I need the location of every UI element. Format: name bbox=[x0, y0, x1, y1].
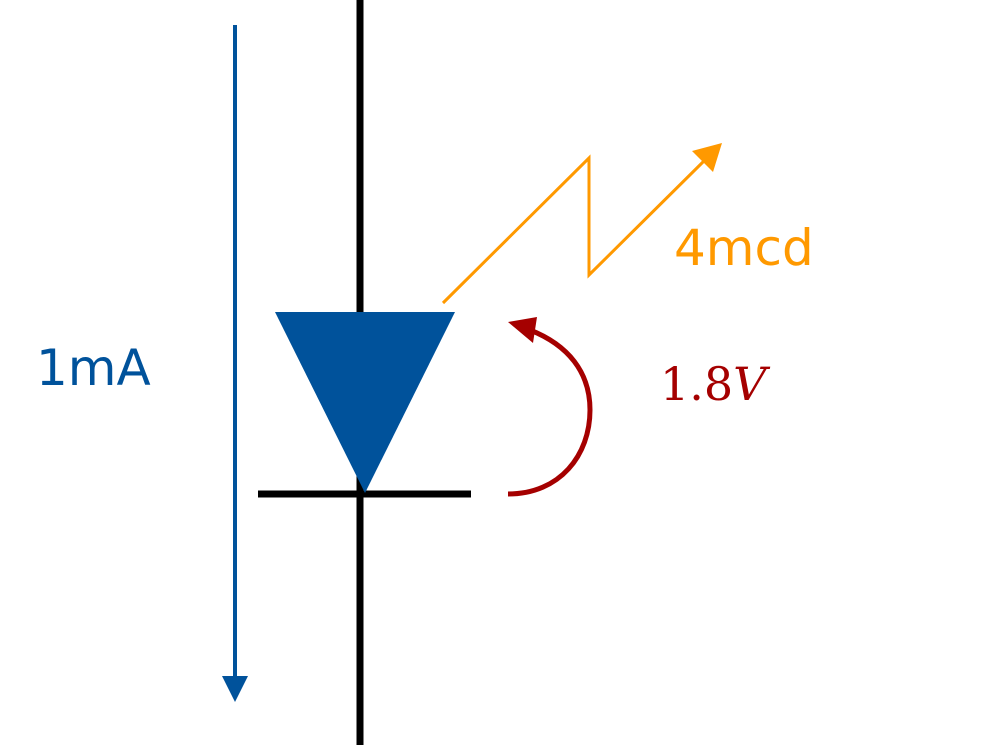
voltage-unit: V bbox=[733, 357, 771, 411]
diode-triangle bbox=[275, 312, 455, 493]
light-arrowhead-icon bbox=[692, 143, 722, 172]
current-label: 1mA bbox=[36, 339, 151, 397]
current-arrowhead-icon bbox=[222, 676, 248, 702]
intensity-label: 4mcd bbox=[674, 219, 814, 277]
current-arrow bbox=[222, 25, 248, 702]
voltage-number: 1.8 bbox=[660, 357, 733, 411]
light-emission-arrow bbox=[441, 143, 722, 305]
voltage-arrow bbox=[507, 317, 593, 497]
voltage-label: 1.8V bbox=[660, 357, 771, 411]
voltage-arrowhead-icon bbox=[508, 317, 537, 343]
